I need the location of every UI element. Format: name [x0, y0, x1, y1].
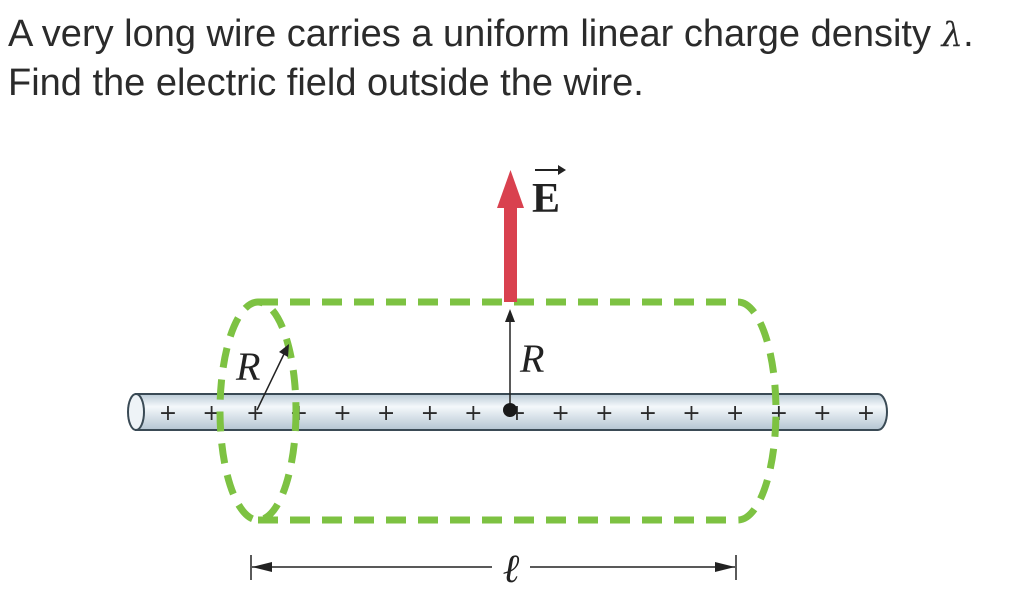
field-arrow-shaft — [504, 205, 517, 302]
plus-charge: + — [421, 401, 439, 426]
plus-charge: + — [333, 401, 351, 426]
problem-line-1: A very long wire carries a uniform linea… — [8, 10, 1018, 59]
length-left-arrowhead — [252, 562, 272, 572]
left-radius-line — [256, 353, 285, 411]
plus-charge: + — [551, 401, 569, 426]
wire-end-cap — [127, 393, 145, 431]
plus-charge: + — [813, 401, 831, 426]
left-radius-arrowhead — [279, 344, 289, 357]
plus-charge: + — [682, 401, 700, 426]
length-label: ℓ — [503, 546, 520, 591]
field-arrow-head — [497, 170, 524, 208]
plus-charge: + — [202, 401, 220, 426]
wire-charges: +++++++++++++++++ — [159, 401, 875, 426]
field-label: E — [532, 165, 566, 222]
problem-text-1: A very long wire carries a uniform linea… — [8, 13, 942, 55]
plus-charge: + — [377, 401, 395, 426]
center-radius: R — [503, 309, 544, 417]
vector-arrow-tip — [558, 165, 566, 175]
electric-field-arrow — [497, 170, 524, 302]
problem-statement: A very long wire carries a uniform linea… — [8, 10, 1018, 107]
gaussian-left-cap — [216, 298, 300, 524]
plus-charge: + — [464, 401, 482, 426]
center-radius-label: R — [519, 336, 544, 381]
problem-line-2: Find the electric field outside the wire… — [8, 62, 644, 104]
problem-period: . — [963, 13, 974, 55]
plus-charge: + — [159, 401, 177, 426]
lambda-symbol: λ — [941, 15, 964, 55]
plus-charge: + — [246, 401, 264, 426]
center-point — [503, 403, 517, 417]
length-right-arrowhead — [715, 562, 735, 572]
left-radius: R — [235, 344, 289, 411]
left-radius-label: R — [235, 344, 260, 389]
plus-charge: + — [639, 401, 657, 426]
plus-charge: + — [857, 401, 875, 426]
center-radius-arrowhead — [505, 309, 515, 322]
field-vector-E: E — [532, 176, 560, 222]
plus-charge: + — [595, 401, 613, 426]
gaussian-surface — [216, 298, 780, 524]
length-dimension: ℓ — [250, 546, 737, 591]
plus-charge: + — [726, 401, 744, 426]
